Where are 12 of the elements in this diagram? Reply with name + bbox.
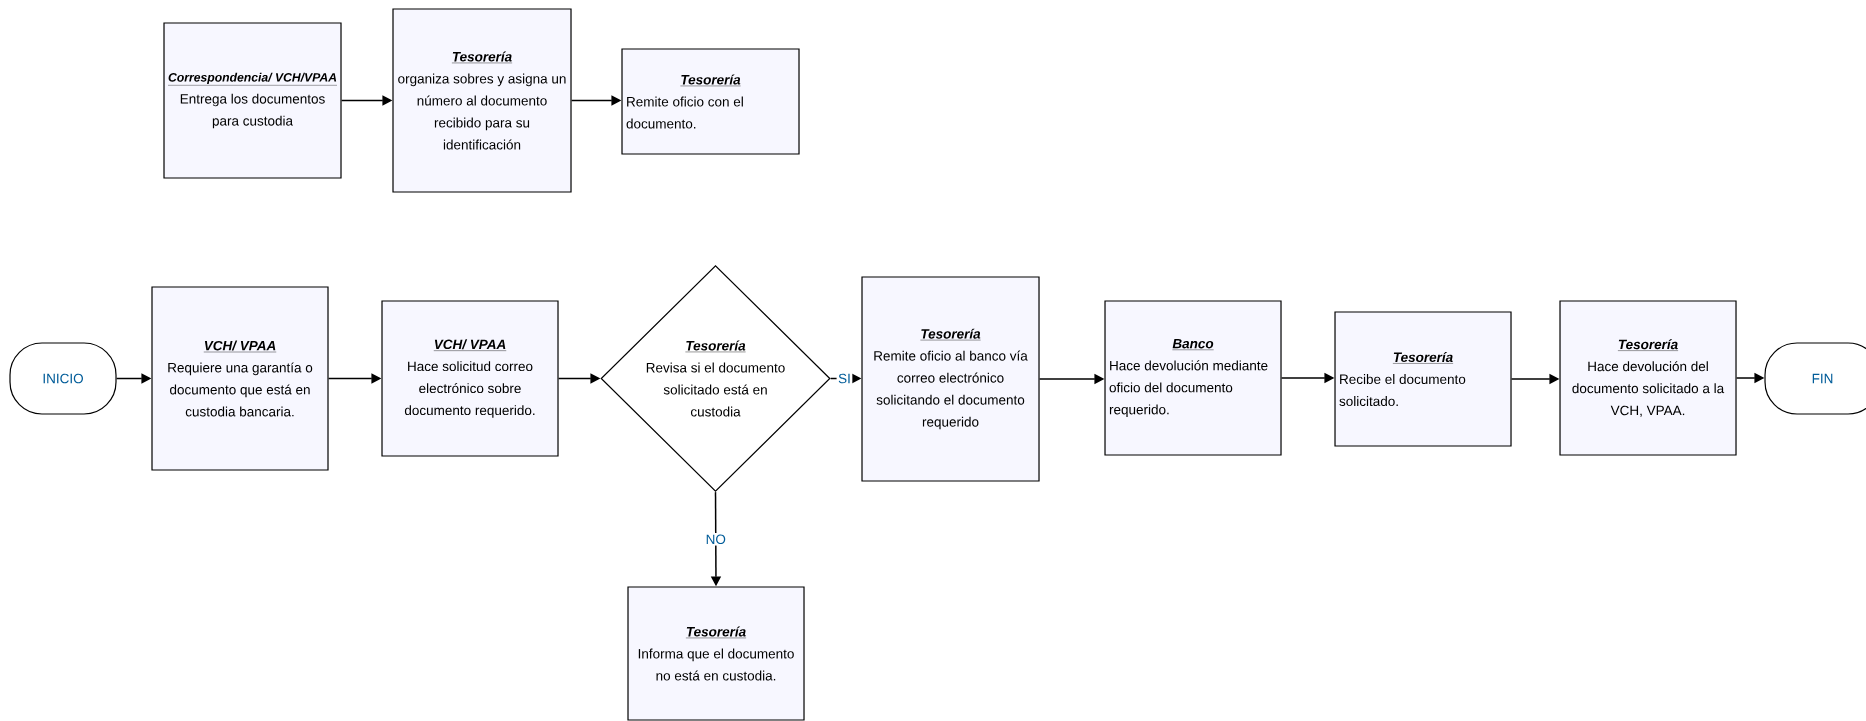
process-box: Tesorería Recibe el documento solicitado.	[1334, 311, 1512, 447]
edge-label: NO	[704, 533, 728, 546]
edge-label: SI	[836, 372, 853, 385]
process-box: Banco Hace devolución mediante oficio del documento requerido.	[1104, 300, 1282, 456]
process-box: VCH/ VPAA Hace solicitud correo electrónico sobre documento requerido.	[381, 300, 559, 457]
process-box: VCH/ VPAA Requiere una garantía o documento que está en custodia bancaria.	[151, 286, 329, 471]
process-box: Tesorería Remite oficio con el documento.	[621, 48, 800, 155]
process-box: Tesorería organiza sobres y asigna un número al documento recibido para su identificación	[392, 8, 572, 193]
process-box: Tesorería Remite oficio al banco vía correo electrónico solicitando el documento requerido	[861, 276, 1040, 482]
process-box: Tesorería Hace devolución del documento solicitado a la VCH, VPAA.	[1559, 300, 1737, 456]
process-box: Correspondencia/ VCH/VPAA Entrega los documentos para custodia	[163, 22, 342, 179]
process-box: Tesorería Informa que el documento no está en custodia.	[627, 586, 805, 721]
